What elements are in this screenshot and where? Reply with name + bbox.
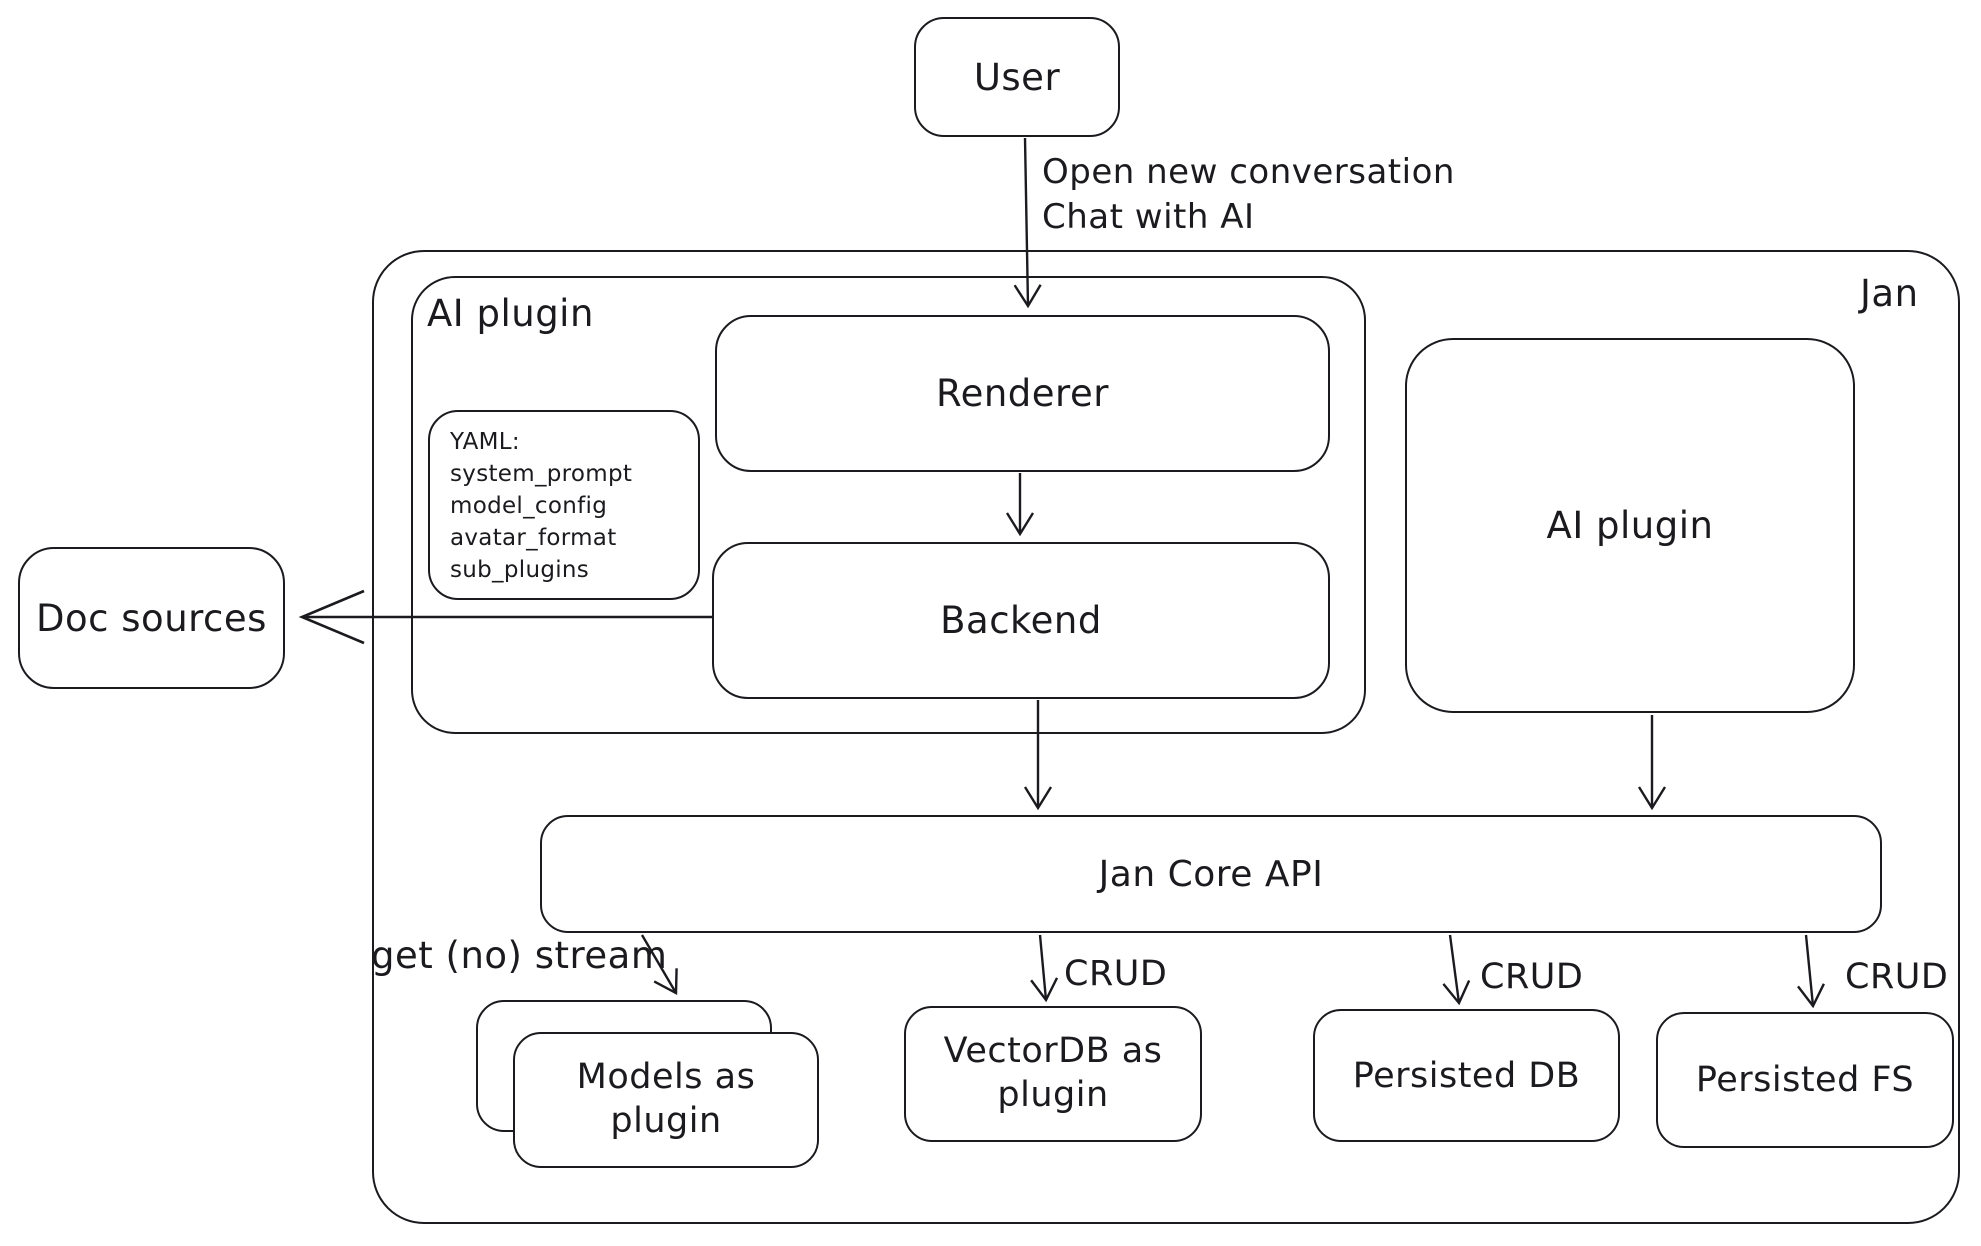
user-arrow-label-line1: Open new conversation [1042, 152, 1455, 192]
crud-persisted-fs-label: CRUD [1845, 957, 1949, 997]
models-as-plugin-node: Models as plugin [513, 1032, 819, 1168]
vectordb-as-plugin-label: VectorDB as plugin [943, 1031, 1163, 1115]
backend-label: Backend [940, 599, 1102, 642]
ai-plugin-left-label: AI plugin [427, 292, 594, 335]
user-arrow-label-line2: Chat with AI [1042, 197, 1255, 237]
renderer-label: Renderer [936, 372, 1109, 415]
persisted-fs-node: Persisted FS [1656, 1012, 1954, 1148]
vectordb-as-plugin-node: VectorDB as plugin [904, 1006, 1202, 1142]
yaml-note-line: system_prompt [450, 461, 633, 487]
yaml-note-box: YAML: system_prompt model_config avatar_… [428, 410, 700, 600]
jan-container-label: Jan [1860, 272, 1919, 315]
user-node: User [914, 17, 1120, 137]
user-arrow-label: Open new conversation Chat with AI [1042, 150, 1455, 240]
ai-plugin-right-label: AI plugin [1546, 504, 1714, 547]
models-as-plugin-label: Models as plugin [576, 1057, 756, 1141]
yaml-note-line: YAML: [450, 429, 520, 455]
get-stream-arrow-label: get (no) stream [371, 934, 668, 977]
persisted-db-label: Persisted DB [1352, 1055, 1581, 1096]
yaml-note-line: avatar_format [450, 525, 617, 551]
crud-persisted-db-label: CRUD [1480, 957, 1584, 997]
crud-vectordb-label: CRUD [1064, 954, 1168, 994]
doc-sources-node: Doc sources [18, 547, 285, 689]
doc-sources-label: Doc sources [36, 596, 267, 640]
persisted-fs-label: Persisted FS [1695, 1060, 1915, 1100]
persisted-db-node: Persisted DB [1313, 1009, 1620, 1142]
backend-node: Backend [712, 542, 1330, 699]
yaml-note-line: sub_plugins [450, 557, 590, 583]
jan-core-api-label: Jan Core API [1098, 853, 1324, 895]
ai-plugin-right-node: AI plugin [1405, 338, 1855, 713]
user-label: User [973, 55, 1061, 99]
renderer-node: Renderer [715, 315, 1330, 472]
yaml-note-line: model_config [450, 493, 608, 519]
jan-core-api-node: Jan Core API [540, 815, 1882, 933]
